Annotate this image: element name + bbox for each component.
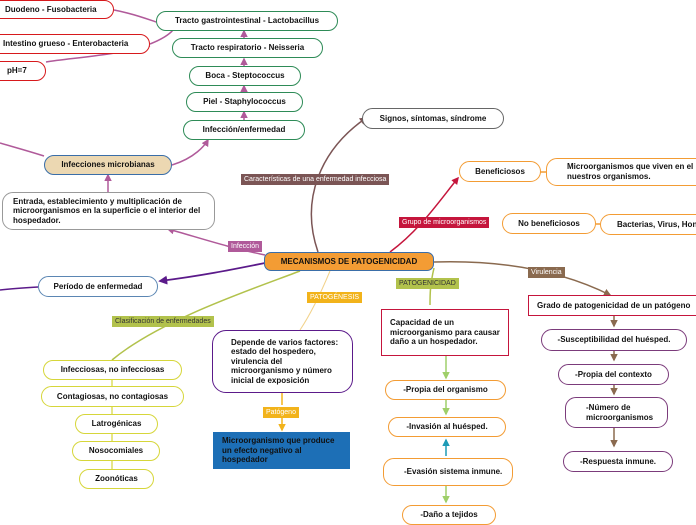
node-evasion[interactable]: -Evasión sistema inmune. (383, 458, 513, 486)
label-grupo: Grupo de microorganismos (399, 217, 490, 229)
node-duodeno[interactable]: Duodeno - Fusobacteria (0, 0, 114, 19)
node-no-beneficiosos[interactable]: No beneficiosos (502, 213, 596, 234)
node-infeccion-enfermedad[interactable]: Infección/enfermedad (183, 120, 305, 140)
node-infecciones-microbianas[interactable]: Infecciones microbianas (44, 155, 172, 175)
node-invasion[interactable]: -Invasión al huésped. (388, 417, 506, 437)
node-respuesta[interactable]: -Respuesta inmune. (563, 451, 673, 472)
node-microorganismo-produce[interactable]: Microorganismo que produce un efecto neg… (213, 432, 350, 469)
node-contagiosas[interactable]: Contagiosas, no contagiosas (41, 386, 184, 407)
node-susceptibilidad[interactable]: -Susceptibilidad del huésped. (541, 329, 687, 351)
label-patogenesis: PATOGÉNESIS (307, 292, 363, 304)
node-depende[interactable]: Depende de varios factores: estado del h… (212, 330, 353, 393)
node-propia-organismo[interactable]: -Propia del organismo (385, 380, 506, 400)
node-latrogenicas[interactable]: Latrogénicas (75, 414, 158, 434)
node-grado[interactable]: Grado de patogenicidad de un patógeno (528, 295, 696, 316)
node-piel[interactable]: Piel - Staphylococcus (186, 92, 303, 112)
node-signos[interactable]: Signos, síntomas, síndrome (362, 108, 504, 129)
node-tracto-resp[interactable]: Tracto respiratorio - Neisseria (172, 38, 323, 58)
node-ph[interactable]: pH=7 (0, 61, 46, 81)
label-patogeno: Patógeno (263, 407, 299, 419)
node-periodo[interactable]: Período de enfermedad (38, 276, 158, 297)
node-infecciosas[interactable]: Infecciosas, no infecciosas (43, 360, 182, 380)
label-infeccion: Infección (228, 241, 263, 253)
node-bacterias[interactable]: Bacterias, Virus, Hongos (600, 214, 696, 235)
node-dano[interactable]: -Daño a tejidos (402, 505, 496, 525)
node-zoonoticas[interactable]: Zoonóticas (79, 469, 154, 489)
node-capacidad[interactable]: Capacidad de un microorganismo para caus… (381, 309, 509, 356)
node-microorganismos-viven[interactable]: Microorganismos que viven en el nuestros… (546, 158, 696, 186)
node-entrada[interactable]: Entrada, establecimiento y multiplicació… (2, 192, 215, 230)
node-boca[interactable]: Boca - Steptococcus (189, 66, 301, 86)
label-caracteristicas: Características de una enfermedad infecc… (241, 174, 390, 186)
node-numero[interactable]: -Número de microorganismos (565, 397, 668, 428)
node-propia-contexto[interactable]: -Propia del contexto (558, 364, 669, 385)
node-beneficiosos[interactable]: Beneficiosos (459, 161, 541, 182)
label-patogenicidad: PATOGENICIDAD (396, 278, 459, 290)
node-intestino[interactable]: Intestino grueso - Enterobacteria (0, 34, 150, 54)
label-clasificacion: Clasificación de enfermedades (112, 316, 214, 328)
node-tracto-gi[interactable]: Tracto gastrointestinal - Lactobacillus (156, 11, 338, 31)
label-virulencia: Virulencia (528, 267, 565, 279)
root-node[interactable]: MECANISMOS DE PATOGENICIDAD (264, 252, 434, 271)
node-nosocomiales[interactable]: Nosocomiales (72, 441, 160, 461)
